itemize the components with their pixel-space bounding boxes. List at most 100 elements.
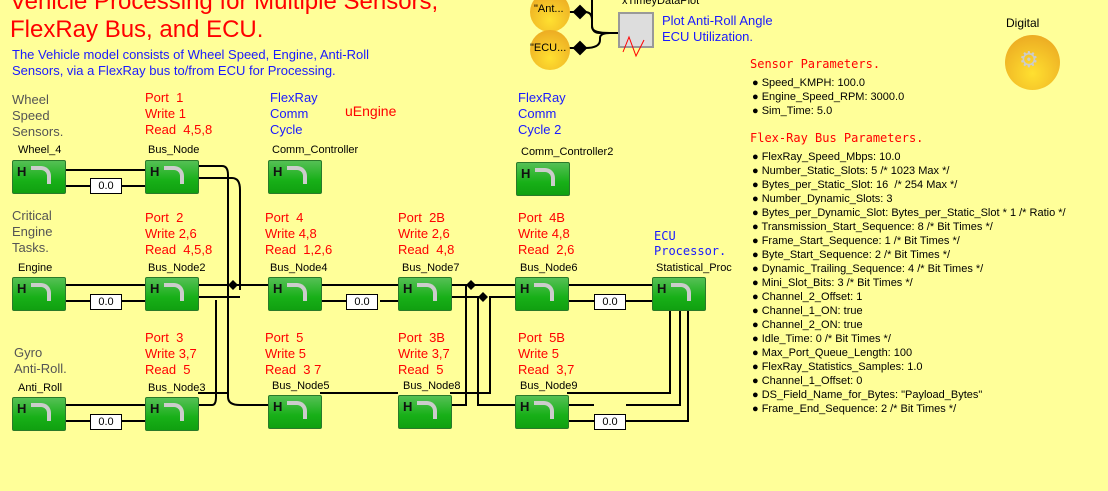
bus-node2-block[interactable]: H — [145, 277, 199, 311]
ecu-input-orb[interactable] — [530, 30, 570, 70]
comm-cycle2-note: FlexRay Comm Cycle 2 — [518, 90, 566, 137]
param-item: ● Number_Dynamic_Slots: 3 — [752, 193, 893, 205]
bus-node3-block[interactable]: H — [145, 397, 199, 431]
port1-note: Port 1 Write 1 Read 4,5,8 — [145, 90, 213, 137]
bus-node9-block[interactable]: H — [515, 395, 569, 429]
bus-node2-label: Bus_Node2 — [148, 262, 206, 274]
ecu-input-label: "ECU... — [530, 42, 567, 54]
param-item: ● Speed_KMPH: 100.0 — [752, 77, 866, 89]
param-item: ● Idle_Time: 0 /* Bit Times */ — [752, 333, 891, 345]
bus-node7-label: Bus_Node7 — [402, 262, 460, 274]
port5-note: Port 5 Write 5 Read 3 7 — [265, 330, 322, 377]
block-letter: H — [520, 399, 530, 414]
port3b-note: Port 3B Write 3,7 Read 5 — [398, 330, 450, 377]
param-item: ● Channel_2_Offset: 1 — [752, 291, 863, 303]
bus-node-label: Bus_Node — [148, 144, 200, 156]
arrow-icon — [534, 401, 554, 419]
block-letter: H — [150, 281, 160, 296]
bus-node4-block[interactable]: H — [268, 277, 322, 311]
flexray-params-list: ● FlexRay_Speed_Mbps: 10.0● Number_Stati… — [752, 150, 1066, 416]
block-letter: H — [403, 399, 413, 414]
anti-roll-block[interactable]: H — [12, 397, 66, 431]
block-letter: H — [657, 281, 667, 296]
bus-node-block[interactable]: H — [145, 160, 199, 194]
port2b-note: Port 2B Write 2,6 Read 4,8 — [398, 210, 455, 257]
comm-controller2-block[interactable]: H — [516, 162, 570, 196]
bus-node7-block[interactable]: H — [398, 277, 452, 311]
bus-node6-label: Bus_Node6 — [520, 262, 578, 274]
comm-controller-label: Comm_Controller — [272, 144, 359, 156]
gyro-group-label: Gyro Anti-Roll. — [14, 345, 67, 376]
sensor-params-heading: Sensor Parameters. — [750, 57, 881, 71]
delay-value[interactable]: 0.0 — [90, 294, 122, 310]
comm-controller-block[interactable]: H — [268, 160, 322, 194]
page-title: Vehicle Processing for Multiple Sensors,… — [10, 0, 439, 43]
param-item: ● Mini_Slot_Bits: 3 /* Bit Times */ — [752, 277, 913, 289]
bus-node6-block[interactable]: H — [515, 277, 569, 311]
anti-roll-label: Anti_Roll — [18, 382, 63, 394]
block-letter: H — [150, 164, 160, 179]
bus-node5-block[interactable]: H — [268, 395, 322, 429]
arrow-icon — [164, 166, 184, 184]
param-item: ● Channel_1_ON: true — [752, 305, 863, 317]
block-letter: H — [150, 401, 160, 416]
comm-cycle-note: FlexRay Comm Cycle — [270, 90, 318, 137]
delay-value[interactable]: 0.0 — [90, 414, 122, 430]
arrow-icon — [535, 168, 555, 186]
digital-director-gear-icon[interactable]: ⚙ — [1005, 35, 1060, 90]
engine-group-label: Critical Engine Tasks. — [12, 208, 53, 255]
block-letter: H — [17, 401, 27, 416]
block-letter: H — [403, 281, 413, 296]
bus-node8-label: Bus_Node8 — [403, 380, 461, 392]
bus-node9-label: Bus_Node9 — [520, 380, 578, 392]
block-letter: H — [273, 399, 283, 414]
plot-icon[interactable] — [618, 12, 654, 58]
statistical-proc-block[interactable]: H — [652, 277, 706, 311]
delay-value[interactable]: 0.0 — [594, 414, 626, 430]
port5b-note: Port 5B Write 5 Read 3,7 — [518, 330, 575, 377]
bus-node4-label: Bus_Node4 — [270, 262, 328, 274]
arrow-icon — [31, 403, 51, 421]
port4-note: Port 4 Write 4,8 Read 1,2,6 — [265, 210, 333, 257]
param-item: ● Bytes_per_Static_Slot: 16 /* 254 Max *… — [752, 179, 958, 191]
plot-caption: Plot Anti-Roll Angle ECU Utilization. — [662, 13, 773, 44]
arrow-icon — [164, 283, 184, 301]
arrow-icon — [417, 283, 437, 301]
plot-block-label: xTimeyDataPlot — [622, 0, 700, 7]
engine-block[interactable]: H — [12, 277, 66, 311]
delay-value[interactable]: 0.0 — [90, 178, 122, 194]
delay-value[interactable]: 0.0 — [346, 294, 378, 310]
param-item: ● Sim_Time: 5.0 — [752, 105, 833, 117]
ecu-note: ECU Processor. — [654, 229, 727, 258]
port4b-note: Port 4B Write 4,8 Read 2,6 — [518, 210, 575, 257]
param-item: ● Channel_1_Offset: 0 — [752, 375, 863, 387]
block-letter: H — [520, 281, 530, 296]
delay-value[interactable]: 0.0 — [594, 294, 626, 310]
param-item: ● DS_Field_Name_for_Bytes: "Payload_Byte… — [752, 389, 983, 401]
arrow-icon — [31, 166, 51, 184]
param-item: ● Bytes_per_Dynamic_Slot: Bytes_per_Stat… — [752, 207, 1066, 219]
digital-label: Digital — [1006, 16, 1040, 30]
wheel4-block[interactable]: H — [12, 160, 66, 194]
param-item: ● Frame_Start_Sequence: 1 /* Bit Times *… — [752, 235, 960, 247]
param-item: ● Transmission_Start_Sequence: 8 /* Bit … — [752, 221, 993, 233]
ant-input-label: "Ant... — [534, 3, 564, 15]
bus-node5-label: Bus_Node5 — [272, 380, 330, 392]
param-item: ● Channel_2_ON: true — [752, 319, 863, 331]
ant-input-orb[interactable] — [530, 0, 570, 32]
bus-node8-block[interactable]: H — [398, 395, 452, 429]
block-letter: H — [521, 166, 531, 181]
wheel-group-label: Wheel Speed Sensors. — [12, 92, 64, 139]
description: The Vehicle model consists of Wheel Spee… — [12, 47, 369, 78]
flexray-params-heading: Flex-Ray Bus Parameters. — [750, 131, 924, 145]
arrow-icon — [417, 401, 437, 419]
sensor-params-list: ● Speed_KMPH: 100.0 ● Engine_Speed_RPM: … — [752, 76, 904, 118]
uengine-note: uEngine — [345, 103, 397, 119]
block-letter: H — [273, 164, 283, 179]
param-item: ● Frame_End_Sequence: 2 /* Bit Times */ — [752, 403, 957, 415]
arrow-icon — [31, 283, 51, 301]
param-item: ● Dynamic_Trailing_Sequence: 4 /* Bit Ti… — [752, 263, 984, 275]
arrow-icon — [164, 403, 184, 421]
arrow-icon — [287, 401, 307, 419]
